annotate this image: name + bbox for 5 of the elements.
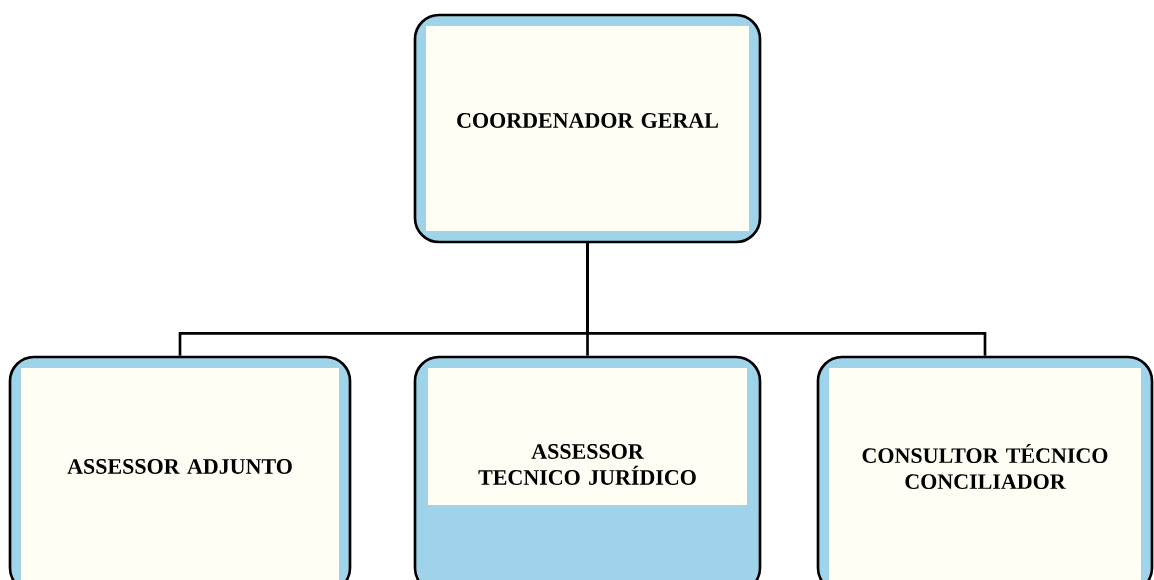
org-box: COORDENADOR GERAL bbox=[413, 13, 762, 244]
org-box: ASSESSOR ADJUNTO bbox=[8, 355, 352, 580]
org-box: CONSULTOR TÉCNICO CONCILIADOR bbox=[816, 355, 1154, 580]
org-box: ASSESSOR TECNICO JURÍDICO bbox=[413, 355, 762, 580]
connector-line bbox=[586, 243, 987, 356]
